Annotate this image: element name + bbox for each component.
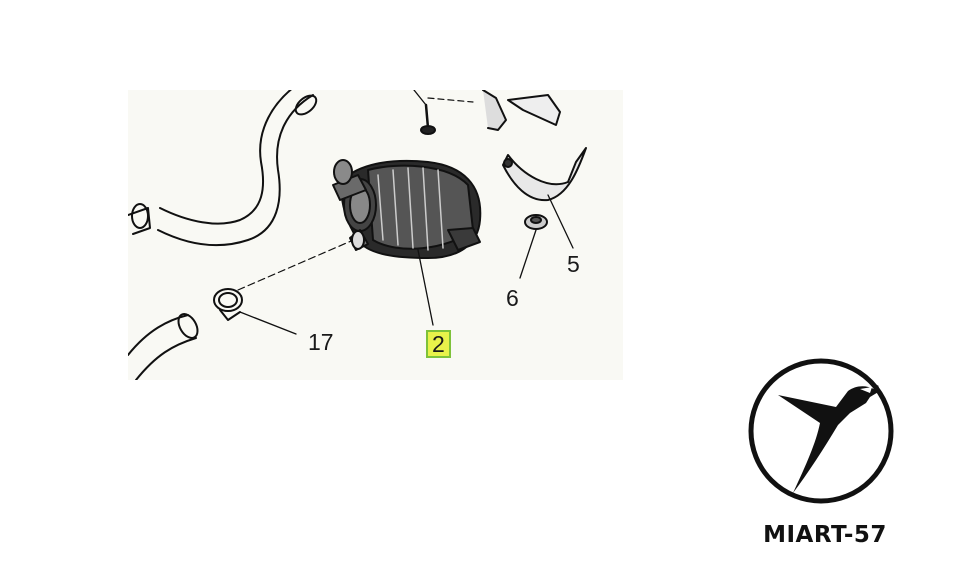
brand-name: MIART-57 bbox=[763, 522, 887, 548]
bolt bbox=[413, 90, 436, 135]
bird-in-circle-icon bbox=[748, 358, 894, 504]
upper-hose bbox=[128, 90, 318, 247]
parts-diagram: 5 6 17 2 bbox=[128, 90, 623, 380]
callout-pump[interactable]: 2 bbox=[426, 330, 451, 358]
callout-clamp: 17 bbox=[308, 329, 334, 355]
grommet bbox=[524, 214, 548, 230]
callout-grommet: 6 bbox=[506, 285, 519, 311]
lower-hose bbox=[128, 313, 199, 380]
water-pump bbox=[332, 159, 482, 259]
mounting-bracket bbox=[427, 90, 587, 202]
parts-illustration bbox=[128, 90, 587, 380]
callout-bracket: 5 bbox=[567, 251, 580, 277]
hose-clamp bbox=[213, 288, 243, 321]
